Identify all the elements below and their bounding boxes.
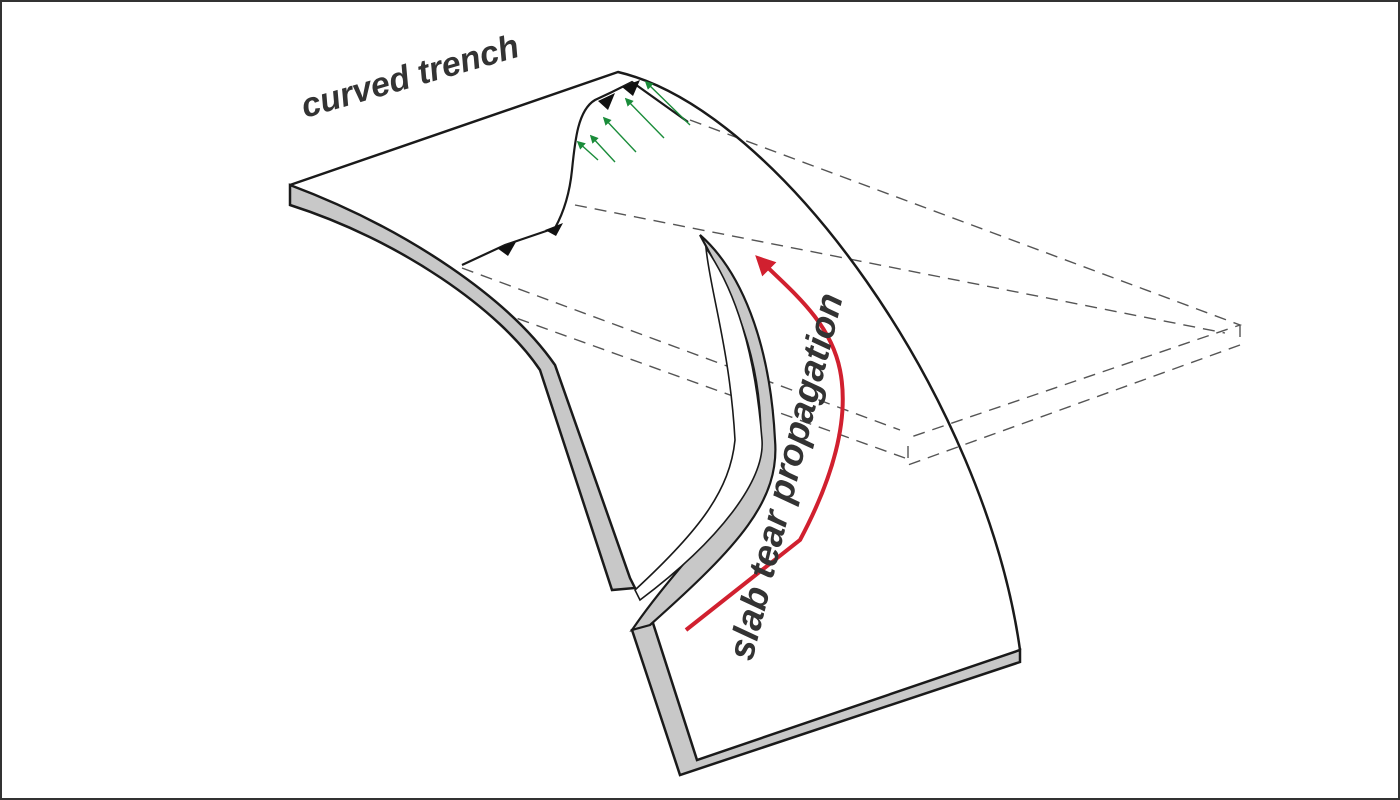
slab-tear-opening <box>634 245 763 602</box>
arrow-up-right-icon <box>576 80 691 163</box>
dashed-projection-lines <box>461 119 1243 466</box>
slab-tear-gash <box>629 234 777 632</box>
thrust-triangle-icon <box>497 80 640 256</box>
left-slab-edge <box>288 183 637 592</box>
trench-line <box>461 80 689 266</box>
curved-arrow-icon <box>684 255 845 632</box>
slab-top-surface <box>289 70 1022 651</box>
